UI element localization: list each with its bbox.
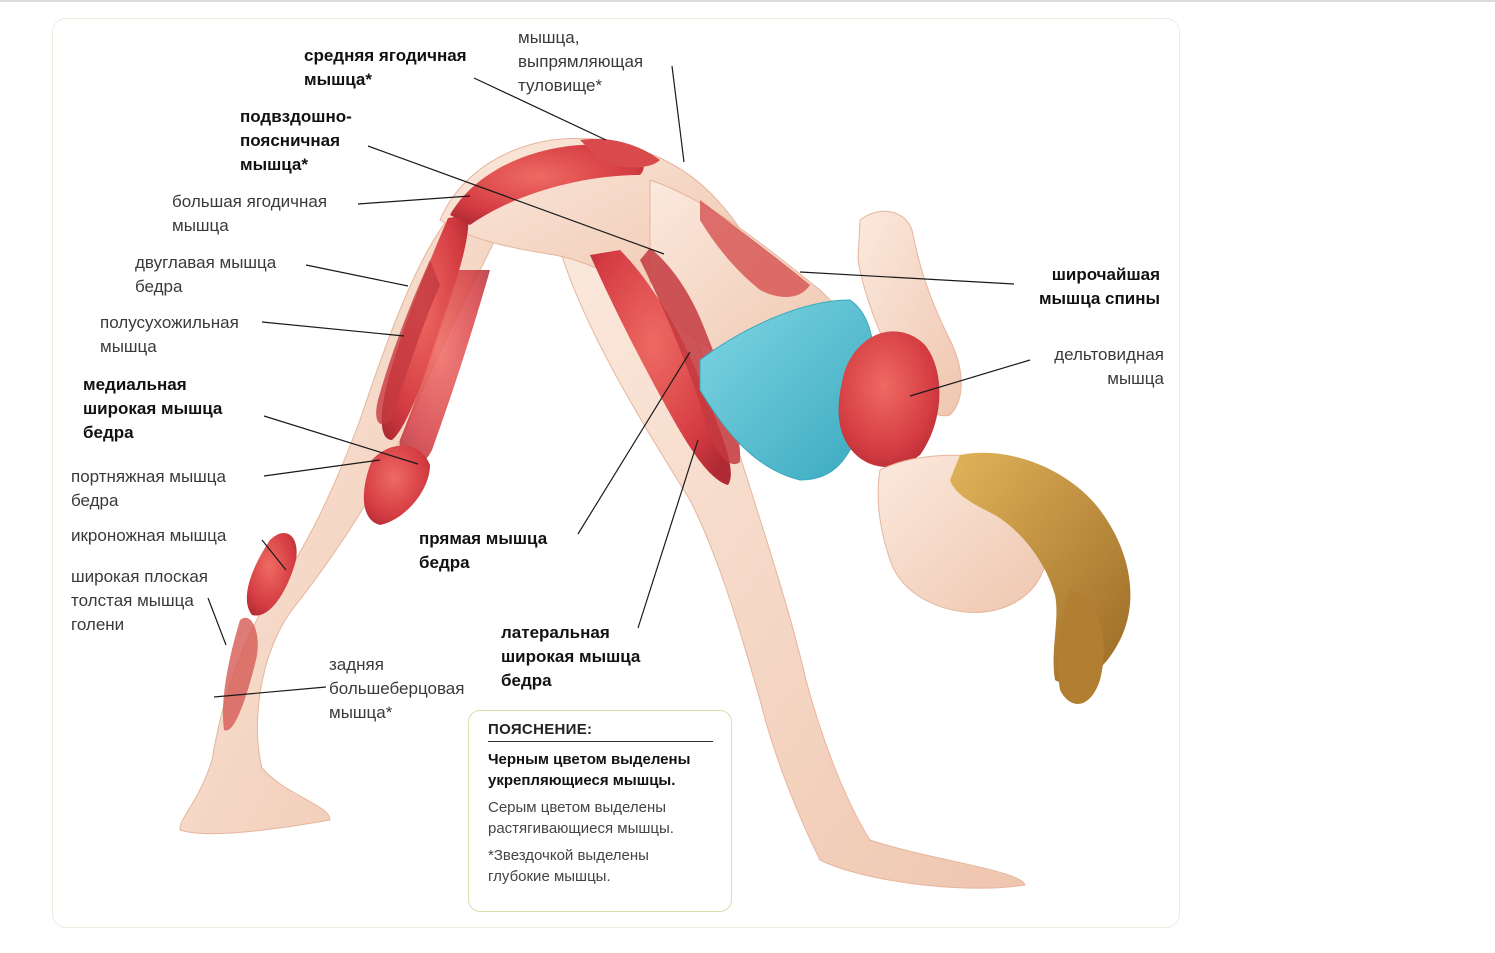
- calf-muscle: [246, 532, 297, 616]
- label-gluteus-medius: средняя ягодичная мышца*: [304, 46, 467, 89]
- leader-latissimus: [799, 271, 1015, 285]
- leader-vastus-lateralis: [637, 439, 699, 629]
- label-gastrocnemius: икроножная мышца: [71, 526, 227, 545]
- label-sartorius: портняжная мышца бедра: [71, 467, 227, 510]
- label-vastus-lateralis: латеральная широкая мышца бедра: [501, 623, 641, 690]
- label-erector-spinae: мышца, выпрямляющая туловище*: [518, 28, 644, 95]
- semitendinosus-muscle: [376, 260, 440, 425]
- leader-vastus-medialis: [263, 415, 419, 465]
- gluteus-maximus-muscle: [450, 144, 644, 225]
- legend-stretching: Серым цветом выделены растягивающиеся мы…: [488, 799, 674, 837]
- label-semitendinosus: полусухожильная мышца: [100, 313, 239, 356]
- label-tibialis-posterior: задняя большеберцовая мышца*: [329, 655, 465, 722]
- label-rectus-femoris: прямая мышца бедра: [419, 529, 548, 572]
- legend-strengthening: Черным цветом выделены укрепляющиеся мыш…: [488, 751, 691, 789]
- leader-gluteus-medius: [473, 77, 607, 141]
- leader-soleus: [207, 597, 227, 646]
- legend-box: ПОЯСНЕНИЕ: Черным цветом выделены укрепл…: [468, 710, 732, 912]
- latissimus-muscle: [700, 200, 810, 297]
- label-soleus: широкая плоская толстая мышца голени: [71, 567, 208, 634]
- leader-gastrocnemius: [261, 539, 287, 571]
- label-latissimus-dorsi: широчайшая мышца спины: [1038, 265, 1160, 308]
- soleus-muscle: [222, 617, 258, 731]
- legend-deep: *Звездочкой выделены глубокие мышцы.: [488, 847, 649, 885]
- label-iliopsoas: подвздошно- поясничная мышца*: [240, 107, 352, 174]
- thigh-inner-muscle: [399, 270, 490, 467]
- label-gluteus-maximus: большая ягодичная мышца: [172, 192, 328, 235]
- vastus-medialis-muscle: [363, 445, 430, 525]
- legend-title: ПОЯСНЕНИЕ:: [488, 721, 713, 742]
- leader-lines: [207, 65, 1031, 698]
- leader-sartorius: [263, 459, 381, 477]
- leader-gluteus-maximus: [357, 195, 471, 205]
- leader-iliopsoas: [367, 145, 665, 255]
- deltoid-muscle: [838, 331, 940, 467]
- top-edge-line: [0, 0, 1495, 2]
- ponytail: [1058, 590, 1104, 704]
- leader-erector-spinae: [671, 65, 685, 163]
- label-vastus-medialis: медиальная широкая мышца бедра: [83, 375, 223, 442]
- leader-tibialis-posterior: [213, 686, 327, 698]
- leader-semitendinosus: [261, 321, 405, 337]
- leader-rectus-femoris: [577, 351, 691, 535]
- label-deltoid: дельтовидная мышца: [1054, 345, 1164, 388]
- rectus-femoris-muscle: [590, 250, 731, 485]
- leader-deltoid: [909, 359, 1031, 397]
- gluteus-medius-muscle: [580, 138, 660, 168]
- diagram-frame: [52, 18, 1180, 928]
- leader-biceps-femoris: [305, 264, 409, 287]
- label-biceps-femoris: двуглавая мышца бедра: [135, 253, 277, 296]
